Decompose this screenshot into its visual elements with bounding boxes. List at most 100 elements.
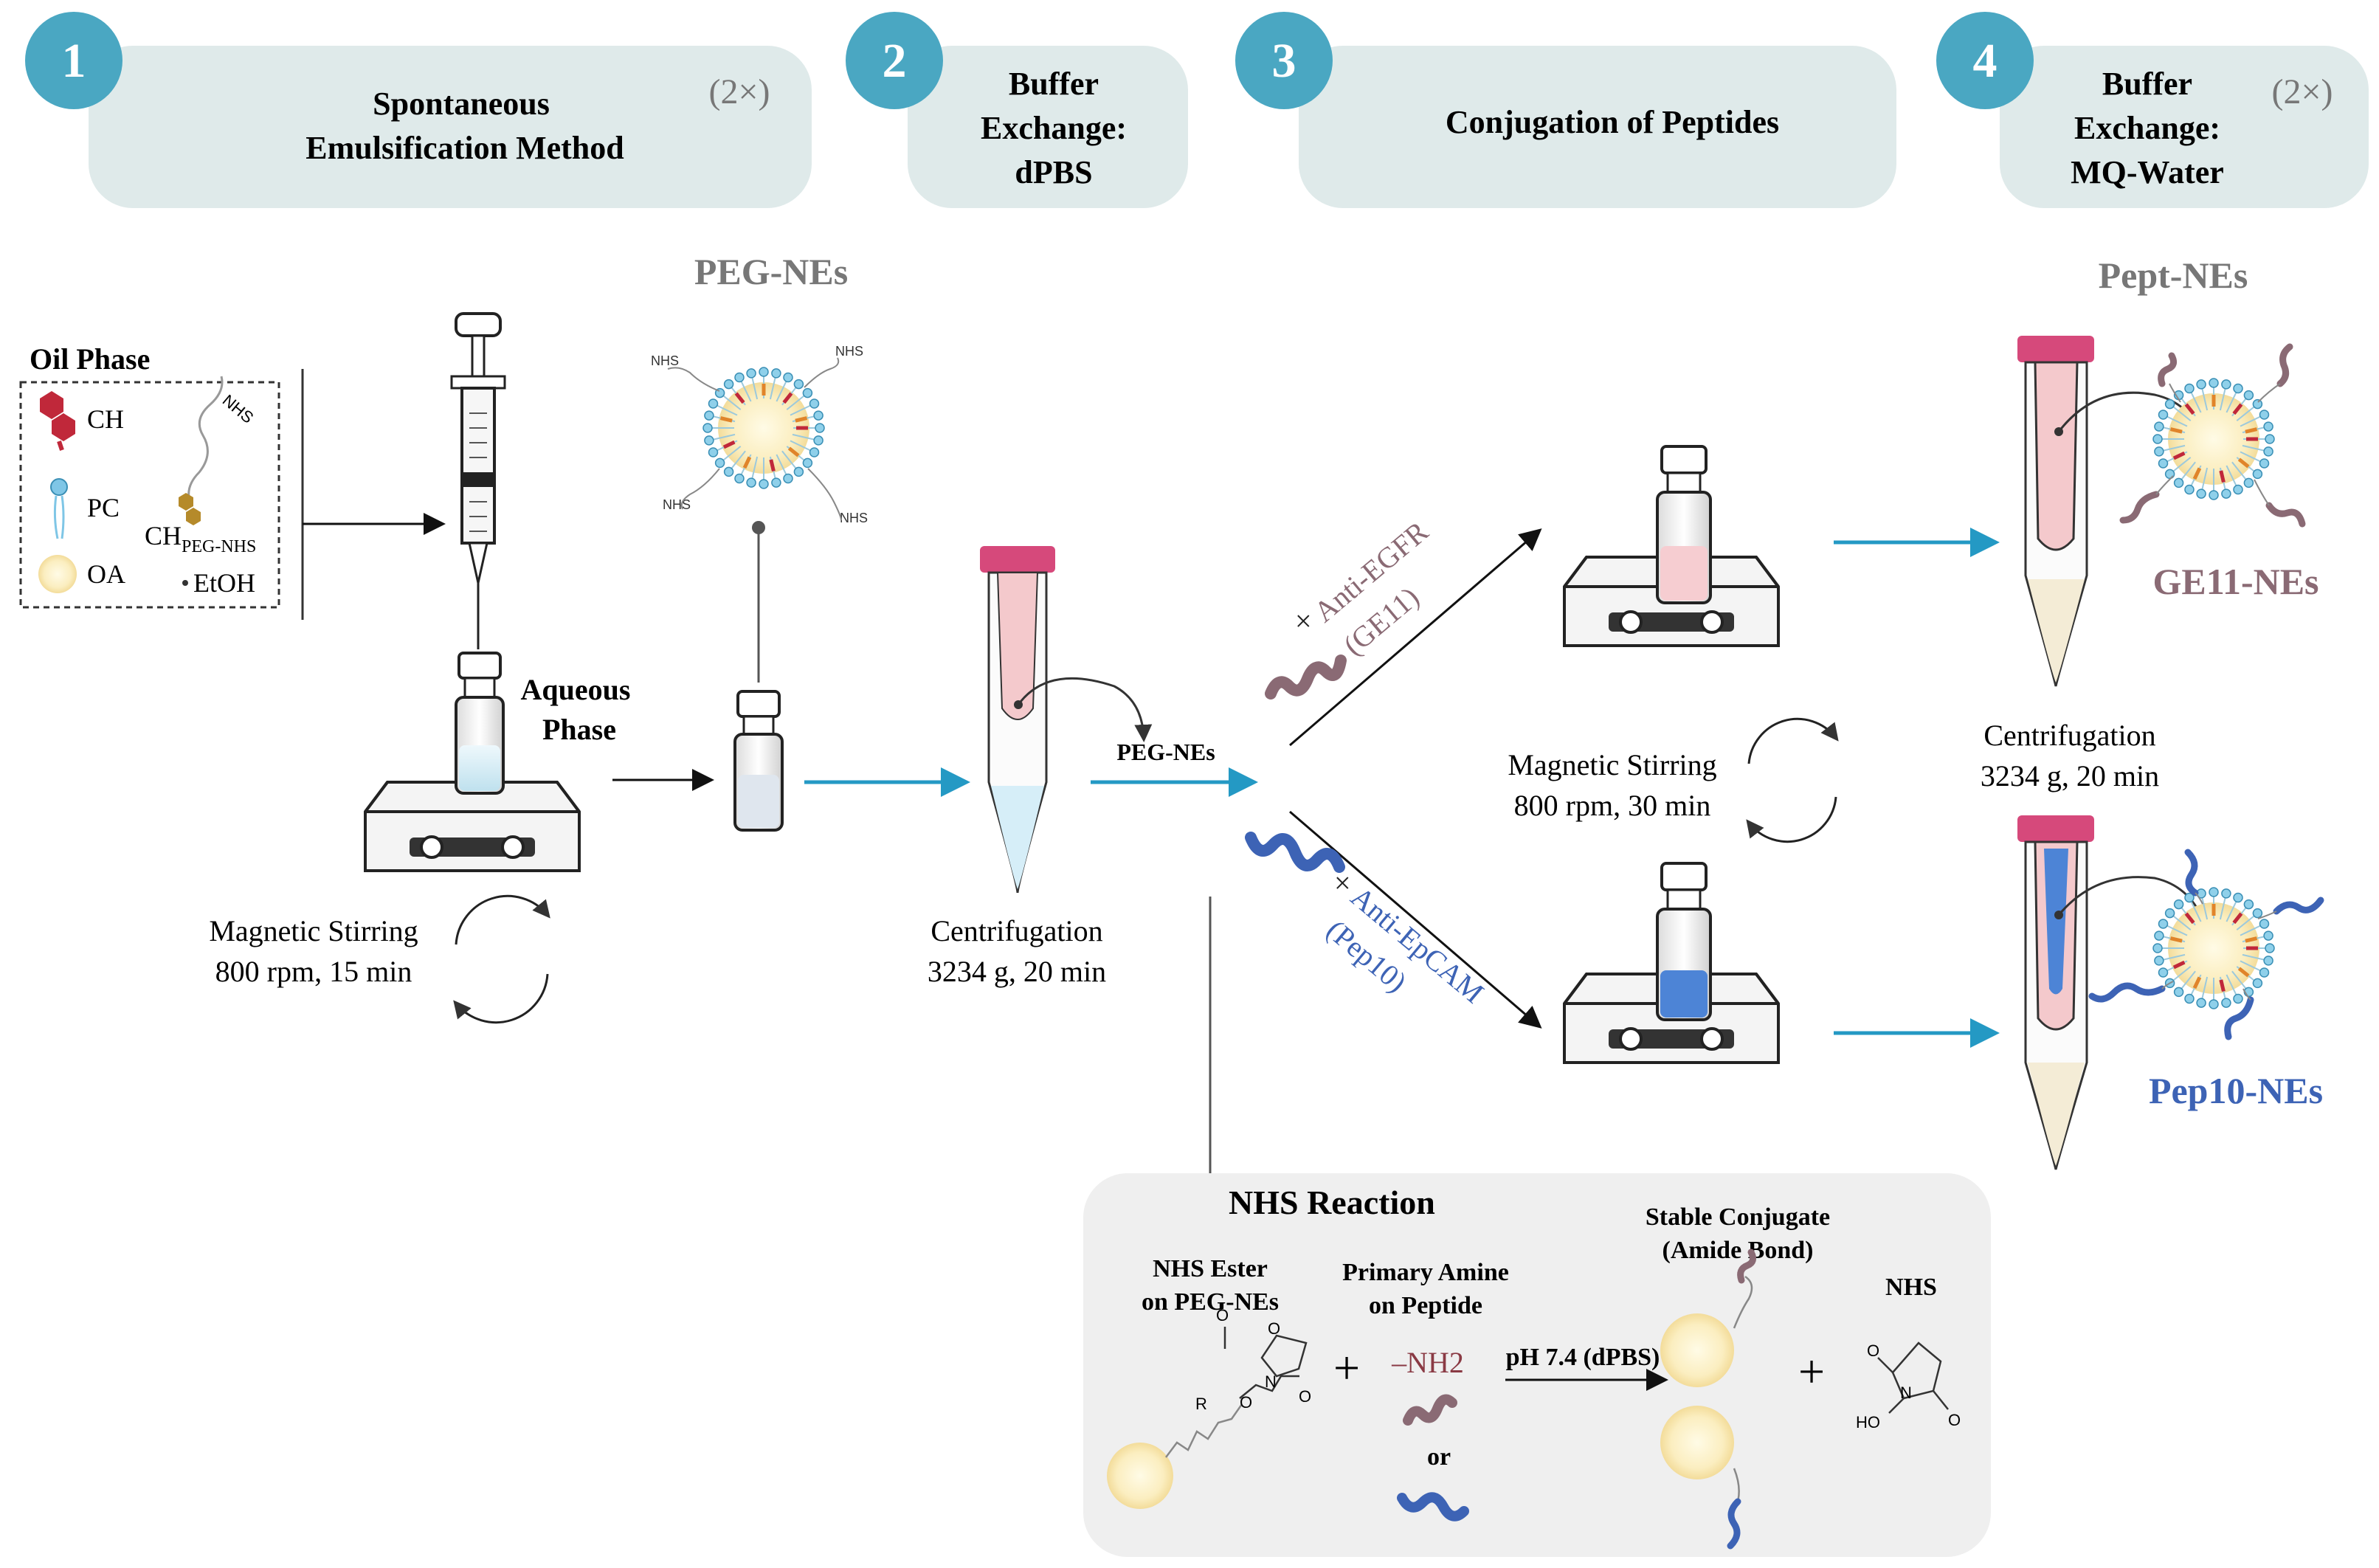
pc-label: PC xyxy=(87,493,120,522)
step-3-badge xyxy=(1235,12,1333,109)
nhs-ester-structure-icon: R O O N O O xyxy=(1107,1306,1311,1509)
step-2-title-line2: Exchange: xyxy=(981,110,1127,146)
centrifuge-tube-1 xyxy=(980,546,1055,894)
ge11-peptide-small-icon xyxy=(1403,1394,1457,1426)
etoh-label: EtOH xyxy=(193,568,255,598)
nhs-reaction-panel: NHS Reaction NHS Ester on PEG-NEs R O O … xyxy=(1083,1173,1991,1557)
magnetic-stirrer-1 xyxy=(364,781,581,872)
vial-aqueous-phase xyxy=(455,652,505,795)
step-3-number: 3 xyxy=(1272,34,1296,88)
tube-1-pointer-dot xyxy=(1014,700,1023,709)
centrifugation-1-line2: 3234 g, 20 min xyxy=(928,955,1106,988)
step-1-repeat: (2×) xyxy=(708,72,770,111)
centrifugation-1-line1: Centrifugation xyxy=(930,914,1102,947)
centrifuge-tube-ge11 xyxy=(2017,336,2094,687)
rotation-icon-2 xyxy=(1746,717,1839,843)
stirring-1-line1: Magnetic Stirring xyxy=(209,914,418,947)
nhs-atom-o2: O xyxy=(1948,1411,1961,1429)
oleic-acid-icon xyxy=(38,555,77,593)
step-2-header: 2 Buffer Exchange: dPBS xyxy=(846,12,1188,208)
peg-nes-title: PEG-NEs xyxy=(694,251,848,292)
peg-nes-pointer-dot xyxy=(752,521,765,534)
pep10-ne-droplet xyxy=(2153,888,2274,1009)
vial-ge11 xyxy=(1656,445,1712,604)
ester-atom-o3: O xyxy=(1268,1319,1280,1338)
vial-pep10 xyxy=(1656,862,1712,1021)
step-3-header: 3 Conjugation of Peptides xyxy=(1235,12,1896,208)
phosphatidylcholine-icon xyxy=(50,478,68,539)
stirring-2-line1: Magnetic Stirring xyxy=(1508,748,1716,781)
step-2-title-line1: Buffer xyxy=(1009,66,1099,102)
tube-1-curve-arrow xyxy=(1017,677,1153,742)
ge11-nes-label: GE11-NEs xyxy=(2152,561,2318,602)
ge11-peptide-icon xyxy=(1265,655,1347,700)
tube-ge11-pointer-dot xyxy=(2054,427,2063,436)
step-1-header: 1 Spontaneous Emulsification Method (2×) xyxy=(25,12,812,208)
syringe-icon xyxy=(450,312,506,649)
step-2-badge xyxy=(846,12,943,109)
step-3-title: Conjugation of Peptides xyxy=(1446,104,1779,140)
step-4-title-line3: MQ-Water xyxy=(2071,154,2224,190)
or-label: or xyxy=(1427,1443,1451,1471)
step-4-title-line1: Buffer xyxy=(2102,66,2192,102)
centrifuge-tube-pep10 xyxy=(2017,815,2094,1170)
tube-pep10-pointer-dot xyxy=(2054,911,2063,919)
bullet-dot xyxy=(182,580,188,586)
nhs-atom-ho: HO xyxy=(1856,1413,1880,1431)
ge11-peg-chains xyxy=(2155,383,2281,506)
cholesterol-icon xyxy=(40,391,75,451)
pep10-peg-chains xyxy=(2161,892,2277,1001)
nhs-label-br: NHS xyxy=(840,511,868,525)
ester-atom-o1: O xyxy=(1216,1306,1229,1324)
centrifugation-2-line2: 3234 g, 20 min xyxy=(1981,759,2159,792)
nhs-atom-o1: O xyxy=(1867,1341,1879,1360)
nhs-ester-line1: NHS Ester xyxy=(1153,1255,1268,1282)
amine-line1: Primary Amine xyxy=(1342,1259,1509,1286)
step-2-title-line3: dPBS xyxy=(1015,154,1092,190)
oil-phase-title: Oil Phase xyxy=(30,342,150,376)
branch-arrow-ge11 xyxy=(1289,528,1542,747)
ge11-ne-droplet xyxy=(2153,379,2274,500)
nhs-reaction-title: NHS Reaction xyxy=(1229,1184,1435,1221)
nhs-label-tr: NHS xyxy=(835,344,863,359)
nhs-label-tl: NHS xyxy=(651,353,679,368)
step-2-number: 2 xyxy=(883,34,907,88)
ch-peg-nhs-tag: NHS xyxy=(219,391,258,427)
peg-nhs-labels: NHS NHS NHS NHS xyxy=(651,344,868,525)
rotation-icon-1 xyxy=(453,894,550,1024)
step-1-badge xyxy=(25,12,122,109)
ge11-times: × xyxy=(1295,604,1312,638)
amine-line2: on Peptide xyxy=(1369,1292,1482,1319)
ester-atom-n: N xyxy=(1265,1372,1277,1391)
step-4-number: 4 xyxy=(1973,34,1998,88)
pep10-peptide-icon xyxy=(1245,832,1345,873)
ester-atom-r: R xyxy=(1195,1395,1207,1413)
ester-atom-o2: O xyxy=(1240,1393,1252,1412)
stirring-1-line2: 800 rpm, 15 min xyxy=(215,955,412,988)
branch-arrow-pep10 xyxy=(1289,810,1542,1029)
byproduct-label: NHS xyxy=(1885,1274,1937,1301)
plus-1: + xyxy=(1333,1341,1360,1394)
step-4-repeat: (2×) xyxy=(2271,72,2333,111)
product-line2: (Amide Bond) xyxy=(1662,1237,1814,1264)
aqueous-phase-line1: Aqueous xyxy=(521,673,631,706)
pept-nes-title: Pept-NEs xyxy=(2099,255,2248,296)
step-4-badge xyxy=(1936,12,2034,109)
step-1-title-line2: Emulsification Method xyxy=(305,130,624,166)
pep10-nes-label: Pep10-NEs xyxy=(2149,1070,2323,1111)
stable-conjugate-icon xyxy=(1660,1248,1757,1550)
nhs-atom-n: N xyxy=(1900,1384,1912,1402)
reaction-condition: pH 7.4 (dPBS) xyxy=(1506,1344,1660,1371)
centrifugation-2-line1: Centrifugation xyxy=(1983,719,2155,752)
peg-nes-arrow-label: PEG-NEs xyxy=(1116,739,1215,765)
ch-label: CH xyxy=(87,404,124,434)
plus-2: + xyxy=(1798,1345,1825,1398)
pep10-attached-peptides xyxy=(2088,849,2324,1040)
step-1-number: 1 xyxy=(62,34,86,88)
peg-chains xyxy=(667,357,842,521)
ester-atom-o4: O xyxy=(1299,1387,1311,1406)
step-4-header: 4 Buffer Exchange: MQ-Water (2×) xyxy=(1936,12,2369,208)
step-1-title-line1: Spontaneous xyxy=(373,86,550,122)
ch-peg-nhs-icon xyxy=(179,376,224,525)
